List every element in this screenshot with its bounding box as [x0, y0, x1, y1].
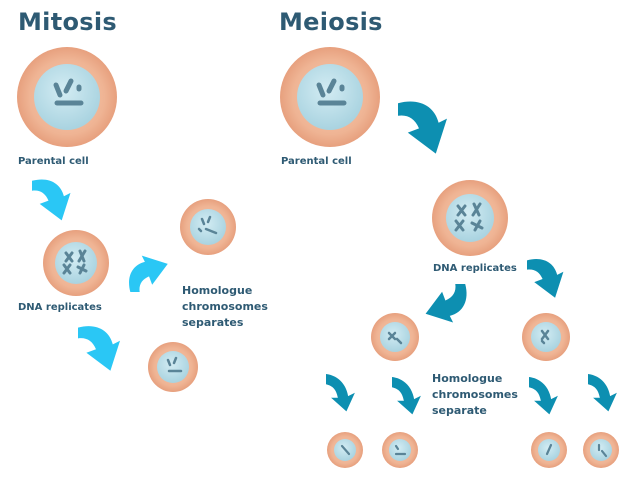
meiosis-arrow-2d	[588, 374, 617, 412]
meiosis-dna-replicated-cell	[432, 180, 508, 256]
mitosis-parental-cell	[17, 47, 117, 147]
separation-label-line-3: separates	[182, 315, 244, 329]
mitosis-parental-cell-label: Parental cell	[18, 156, 89, 167]
meiosis-arrow-2c	[529, 377, 558, 415]
separation-label-line-3: separate	[432, 403, 487, 417]
separation-label-line-1: Homologue	[432, 372, 503, 385]
mitosis-daughter-cell-1	[180, 199, 236, 255]
separation-label-line-1: Homologue	[182, 284, 253, 297]
separation-label-line-2: chromosomes	[182, 299, 268, 313]
mitosis-arrow-3	[78, 326, 120, 371]
meiosis-arrow-1	[398, 101, 447, 154]
meiosis-division1-cell-right	[522, 313, 570, 361]
mitosis-dna-replicated-cell	[43, 230, 109, 296]
meiosis-gamete-2	[382, 432, 418, 468]
chromosomes	[53, 78, 84, 106]
mitosis-separation-label: Homologue chromosomes separates	[182, 283, 268, 331]
meiosis-separation-label: Homologue chromosomes separate	[432, 371, 518, 419]
mitosis-title: Mitosis	[18, 8, 117, 36]
meiosis-dna-replicates-label: DNA replicates	[433, 263, 517, 274]
meiosis-title: Meiosis	[279, 8, 383, 36]
meiosis-division1-cell-left	[371, 313, 419, 361]
mitosis-daughter-cell-2	[148, 342, 198, 392]
meiosis-arrow-right	[527, 259, 564, 298]
mitosis-dna-replicates-label: DNA replicates	[18, 302, 102, 313]
meiosis-parental-cell-label: Parental cell	[281, 156, 352, 167]
meiosis-gamete-3	[531, 432, 567, 468]
meiosis-gamete-1	[327, 432, 363, 468]
mitosis-arrow-1	[32, 179, 71, 221]
meiosis-gamete-4	[583, 432, 619, 468]
meiosis-parental-cell	[280, 47, 380, 147]
meiosis-arrow-left	[425, 284, 467, 323]
mitosis-arrow-2	[129, 255, 168, 292]
separation-label-line-2: chromosomes	[432, 387, 518, 401]
meiosis-arrow-2b	[392, 377, 421, 415]
meiosis-arrow-2a	[326, 374, 355, 412]
